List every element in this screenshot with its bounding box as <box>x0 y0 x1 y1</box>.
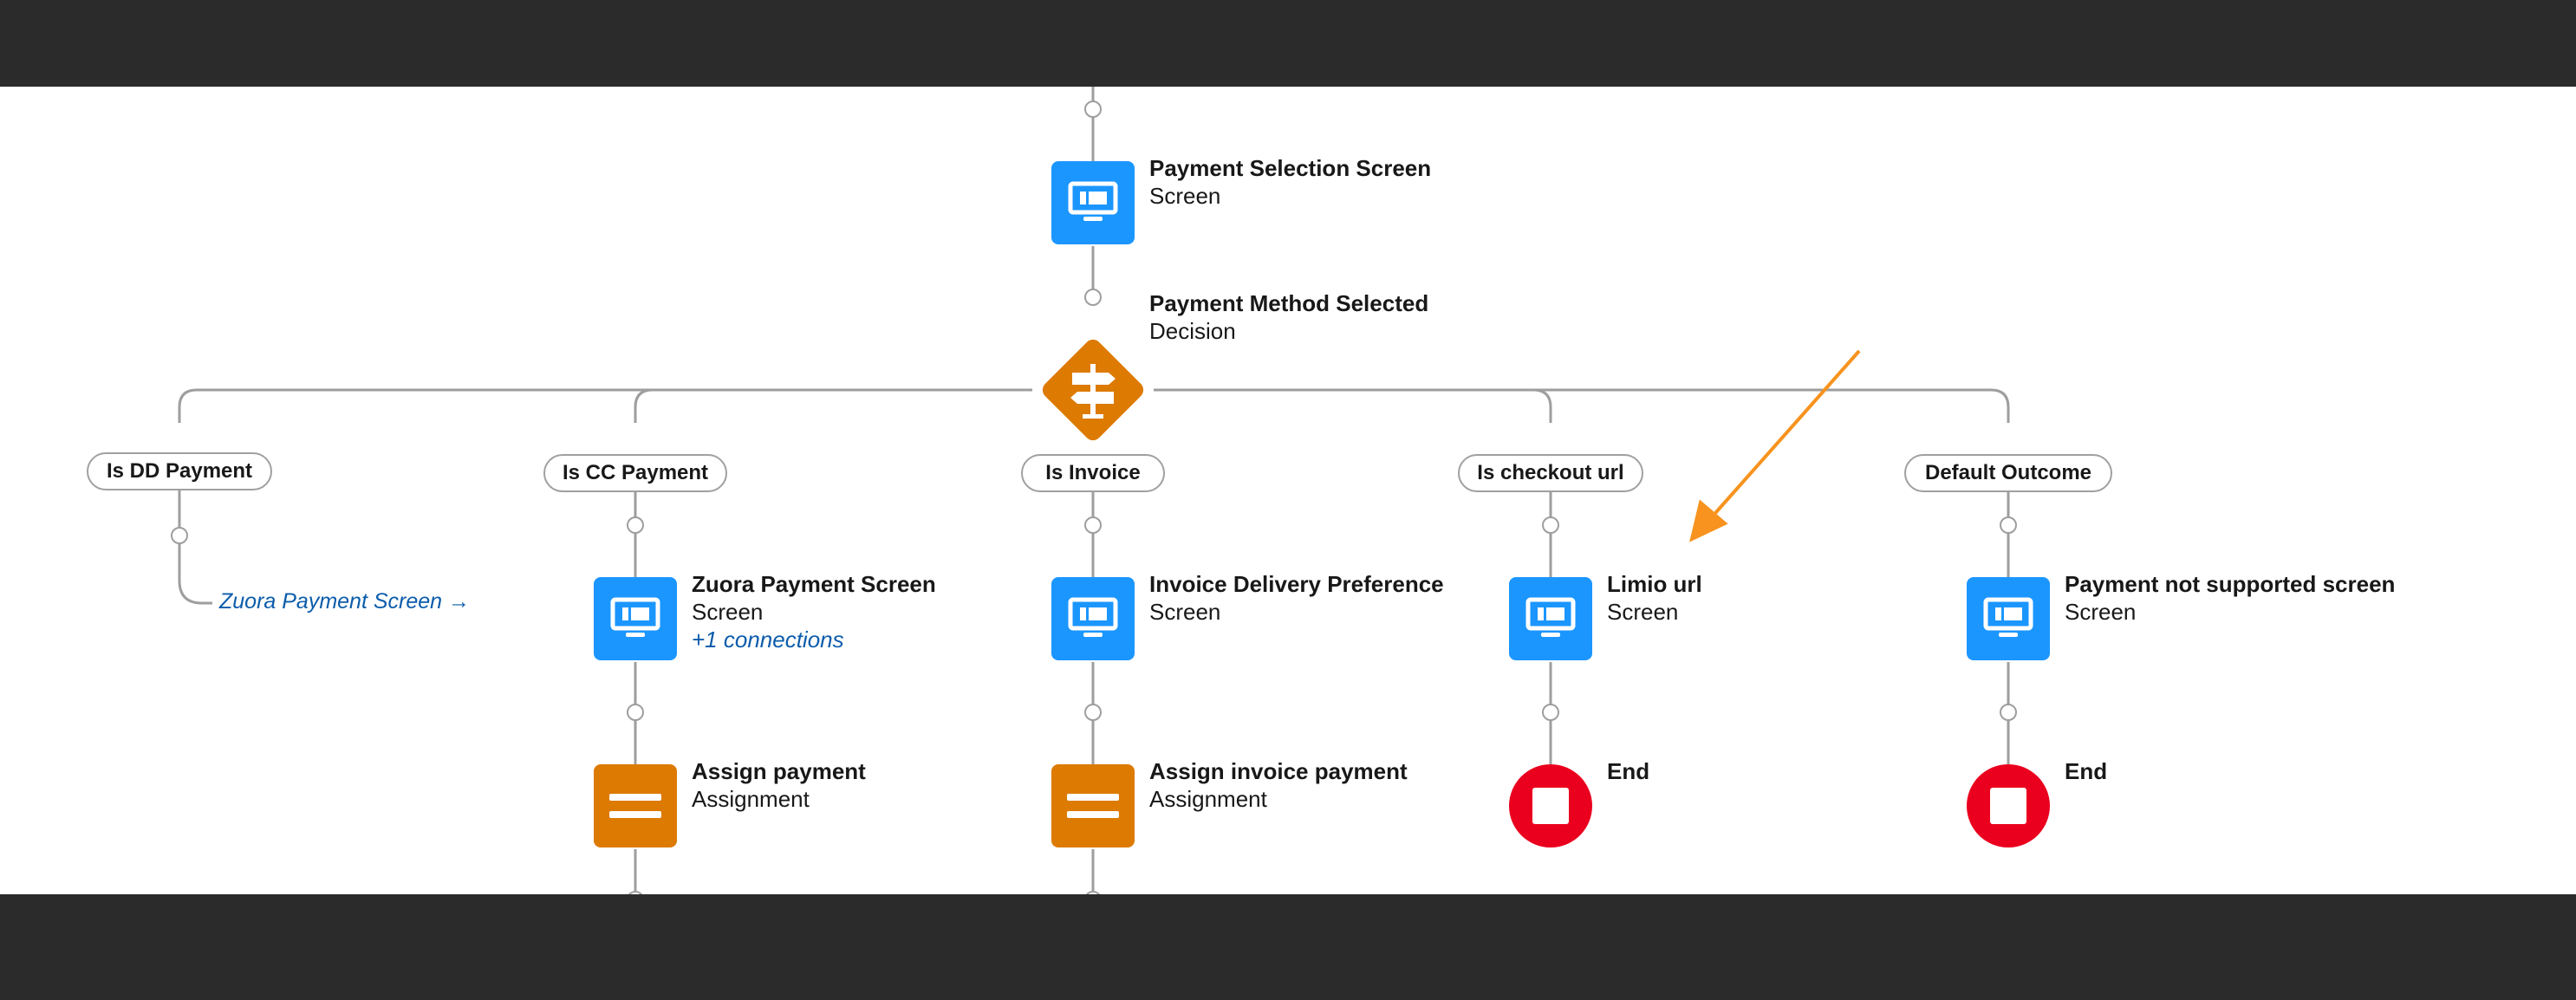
node-type: Screen <box>1149 599 1221 625</box>
node-type: Assignment <box>1149 786 1267 812</box>
node-type: Decision <box>1149 318 1236 344</box>
node-title: End <box>2065 758 2108 784</box>
connector-dot <box>1086 891 1100 894</box>
payment-not-supported-screen-label: Payment not supported screen Screen <box>2065 570 2395 626</box>
limio-url-screen-label: Limio url Screen <box>1607 570 1702 626</box>
screen-monitor-icon <box>1068 597 1118 637</box>
connector-dot <box>1084 289 1102 306</box>
assign-payment-node[interactable] <box>594 764 677 847</box>
connector-dot <box>1542 516 1559 534</box>
node-title: Invoice Delivery Preference <box>1149 571 1444 597</box>
connector-dot <box>2000 516 2017 534</box>
node-title: Assign payment <box>692 758 866 784</box>
node-type: Screen <box>1607 599 1679 625</box>
zuora-payment-screen-label: Zuora Payment Screen Screen +1 connectio… <box>692 570 936 653</box>
connector-dot <box>627 704 644 721</box>
connector-dot <box>628 891 642 894</box>
assign-payment-label: Assign payment Assignment <box>692 757 866 813</box>
node-title: Assign invoice payment <box>1149 758 1408 784</box>
node-type: Screen <box>1149 183 1221 209</box>
node-type: Screen <box>2065 599 2137 625</box>
screen-monitor-icon <box>1983 597 2033 637</box>
connections-link[interactable]: +1 connections <box>692 627 844 653</box>
outcome-is-invoice[interactable]: Is Invoice <box>1021 454 1165 492</box>
payment-not-supported-screen-node[interactable] <box>1967 577 2050 660</box>
stop-icon <box>1532 788 1569 824</box>
assign-invoice-payment-node[interactable] <box>1051 764 1135 847</box>
outcome-is-cc-payment[interactable]: Is CC Payment <box>543 454 727 492</box>
stop-icon <box>1990 788 2026 824</box>
node-title: End <box>1607 758 1650 784</box>
connector-dot <box>1084 704 1102 721</box>
connector-dot <box>171 527 188 544</box>
outcome-is-checkout-url[interactable]: Is checkout url <box>1458 454 1643 492</box>
goto-zuora-payment-screen-link[interactable]: Zuora Payment Screen → <box>219 589 471 614</box>
limio-url-screen-node[interactable] <box>1509 577 1592 660</box>
screen-monitor-icon <box>610 597 660 637</box>
invoice-delivery-screen-node[interactable] <box>1051 577 1135 660</box>
node-title: Payment Selection Screen <box>1149 155 1432 181</box>
outcome-is-dd-payment[interactable]: Is DD Payment <box>87 452 272 490</box>
connector-dot <box>1542 704 1559 721</box>
end-node-limio[interactable] <box>1509 764 1592 847</box>
payment-method-decision-node[interactable] <box>1032 329 1154 451</box>
outcome-default[interactable]: Default Outcome <box>1904 454 2112 492</box>
node-type: Assignment <box>692 786 810 812</box>
connector-dot <box>1084 101 1102 118</box>
end-node-default[interactable] <box>1967 764 2050 847</box>
screen-monitor-icon <box>1525 597 1576 637</box>
zuora-payment-screen-node[interactable] <box>594 577 677 660</box>
end-node-limio-label: End <box>1607 757 1649 785</box>
payment-selection-screen-label: Payment Selection Screen Screen <box>1149 154 1431 210</box>
payment-method-decision-label: Payment Method Selected Decision <box>1149 289 1428 345</box>
equals-icon <box>1067 794 1119 818</box>
flow-canvas: Payment Selection Screen Screen Payment … <box>0 87 2576 894</box>
node-title: Zuora Payment Screen <box>692 571 936 597</box>
connector-dot <box>627 516 644 534</box>
connector-dot <box>1084 516 1102 534</box>
connector-dot <box>2000 704 2017 721</box>
flow-connectors <box>171 87 2017 894</box>
annotation-arrow <box>1689 349 1861 542</box>
screen-monitor-icon <box>1068 181 1118 221</box>
payment-selection-screen-node[interactable] <box>1051 161 1135 244</box>
assign-invoice-payment-label: Assign invoice payment Assignment <box>1149 757 1408 813</box>
invoice-delivery-screen-label: Invoice Delivery Preference Screen <box>1149 570 1444 626</box>
node-title: Payment Method Selected <box>1149 290 1429 316</box>
equals-icon <box>609 794 661 818</box>
node-type: Screen <box>692 599 764 625</box>
node-title: Payment not supported screen <box>2065 571 2396 597</box>
node-title: Limio url <box>1607 571 1702 597</box>
signpost-icon <box>1042 339 1144 441</box>
end-node-default-label: End <box>2065 757 2107 785</box>
